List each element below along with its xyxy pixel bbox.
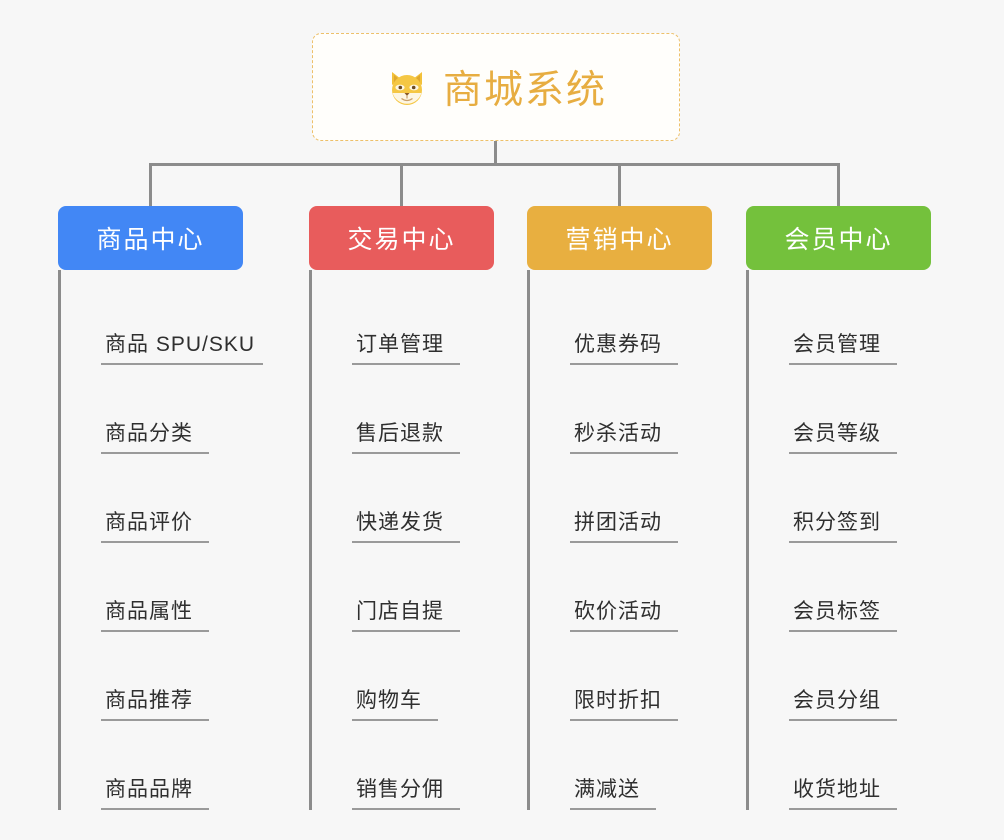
- leaf-item-label: 快递发货: [352, 506, 460, 543]
- leaf-item[interactable]: 销售分佣: [312, 721, 545, 810]
- leaf-item[interactable]: 售后退款: [312, 365, 545, 454]
- category-column-product: 商品中心 商品 SPU/SKU 商品分类 商品评价 商品属性 商品推荐 商品品牌: [58, 206, 294, 810]
- category-header-label: 交易中心: [347, 226, 456, 254]
- leaf-item-label: 订单管理: [352, 328, 460, 365]
- leaf-item[interactable]: 会员分组: [749, 632, 982, 721]
- category-header-marketing[interactable]: 营销中心: [527, 206, 712, 270]
- leaf-item[interactable]: 商品属性: [61, 543, 294, 632]
- leaf-item-label: 积分签到: [789, 506, 897, 543]
- leaf-item-label: 门店自提: [352, 595, 460, 632]
- category-header-label: 营销中心: [565, 226, 674, 254]
- category-column-trade: 交易中心 订单管理 售后退款 快递发货 门店自提 购物车 销售分佣: [309, 206, 545, 810]
- category-header-trade[interactable]: 交易中心: [309, 206, 494, 270]
- connector-horizontal-bus: [149, 163, 840, 166]
- leaf-item-label: 限时折扣: [570, 684, 678, 721]
- category-header-label: 商品中心: [96, 226, 205, 254]
- shiba-dog-face-icon: [385, 66, 429, 110]
- leaf-item-label: 会员标签: [789, 595, 897, 632]
- leaf-item[interactable]: 会员标签: [749, 543, 982, 632]
- leaf-item[interactable]: 会员等级: [749, 365, 982, 454]
- leaf-item-label: 秒杀活动: [570, 417, 678, 454]
- leaf-item-label: 商品 SPU/SKU: [101, 328, 264, 365]
- connector-drop-category-3: [618, 163, 621, 207]
- category-column-marketing: 营销中心 优惠券码 秒杀活动 拼团活动 砍价活动 限时折扣 满减送: [527, 206, 763, 810]
- connector-drop-category-4: [837, 163, 840, 207]
- leaf-item-label: 商品评价: [101, 506, 209, 543]
- leaf-item-label: 会员等级: [789, 417, 897, 454]
- connector-root-stem: [494, 141, 497, 165]
- connector-drop-category-1: [149, 163, 152, 207]
- leaf-item-label: 优惠券码: [570, 328, 678, 365]
- leaf-item-label: 商品推荐: [101, 684, 209, 721]
- leaf-item-label: 商品品牌: [101, 773, 209, 810]
- leaf-item-label: 收货地址: [789, 773, 897, 810]
- leaf-item[interactable]: 收货地址: [749, 721, 982, 810]
- leaf-item[interactable]: 快递发货: [312, 454, 545, 543]
- leaf-item-label: 拼团活动: [570, 506, 678, 543]
- leaf-item[interactable]: 满减送: [530, 721, 763, 810]
- leaf-item[interactable]: 会员管理: [749, 276, 982, 365]
- leaf-item[interactable]: 门店自提: [312, 543, 545, 632]
- leaf-item-label: 购物车: [352, 684, 438, 721]
- leaf-item-label: 满减送: [570, 773, 656, 810]
- leaf-item[interactable]: 商品分类: [61, 365, 294, 454]
- leaf-item[interactable]: 秒杀活动: [530, 365, 763, 454]
- leaf-list-product: 商品 SPU/SKU 商品分类 商品评价 商品属性 商品推荐 商品品牌: [58, 270, 294, 810]
- leaf-item[interactable]: 商品推荐: [61, 632, 294, 721]
- leaf-list-trade: 订单管理 售后退款 快递发货 门店自提 购物车 销售分佣: [309, 270, 545, 810]
- category-header-label: 会员中心: [784, 226, 893, 254]
- category-header-member[interactable]: 会员中心: [746, 206, 931, 270]
- category-header-product[interactable]: 商品中心: [58, 206, 243, 270]
- category-column-member: 会员中心 会员管理 会员等级 积分签到 会员标签 会员分组 收货地址: [746, 206, 982, 810]
- leaf-item-label: 会员管理: [789, 328, 897, 365]
- leaf-item[interactable]: 订单管理: [312, 276, 545, 365]
- leaf-list-member: 会员管理 会员等级 积分签到 会员标签 会员分组 收货地址: [746, 270, 982, 810]
- leaf-item-label: 售后退款: [352, 417, 460, 454]
- leaf-item[interactable]: 商品评价: [61, 454, 294, 543]
- leaf-list-marketing: 优惠券码 秒杀活动 拼团活动 砍价活动 限时折扣 满减送: [527, 270, 763, 810]
- leaf-item[interactable]: 商品 SPU/SKU: [61, 276, 294, 365]
- connector-drop-category-2: [400, 163, 403, 207]
- leaf-item[interactable]: 购物车: [312, 632, 545, 721]
- leaf-item[interactable]: 拼团活动: [530, 454, 763, 543]
- leaf-item[interactable]: 商品品牌: [61, 721, 294, 810]
- leaf-item-label: 砍价活动: [570, 595, 678, 632]
- root-node-title: 商城系统: [442, 69, 607, 112]
- leaf-item[interactable]: 积分签到: [749, 454, 982, 543]
- leaf-item-label: 会员分组: [789, 684, 897, 721]
- root-node-shop-system[interactable]: 商城系统: [312, 33, 680, 141]
- leaf-item[interactable]: 砍价活动: [530, 543, 763, 632]
- leaf-item-label: 销售分佣: [352, 773, 460, 810]
- leaf-item[interactable]: 限时折扣: [530, 632, 763, 721]
- leaf-item[interactable]: 优惠券码: [530, 276, 763, 365]
- leaf-item-label: 商品属性: [101, 595, 209, 632]
- leaf-item-label: 商品分类: [101, 417, 209, 454]
